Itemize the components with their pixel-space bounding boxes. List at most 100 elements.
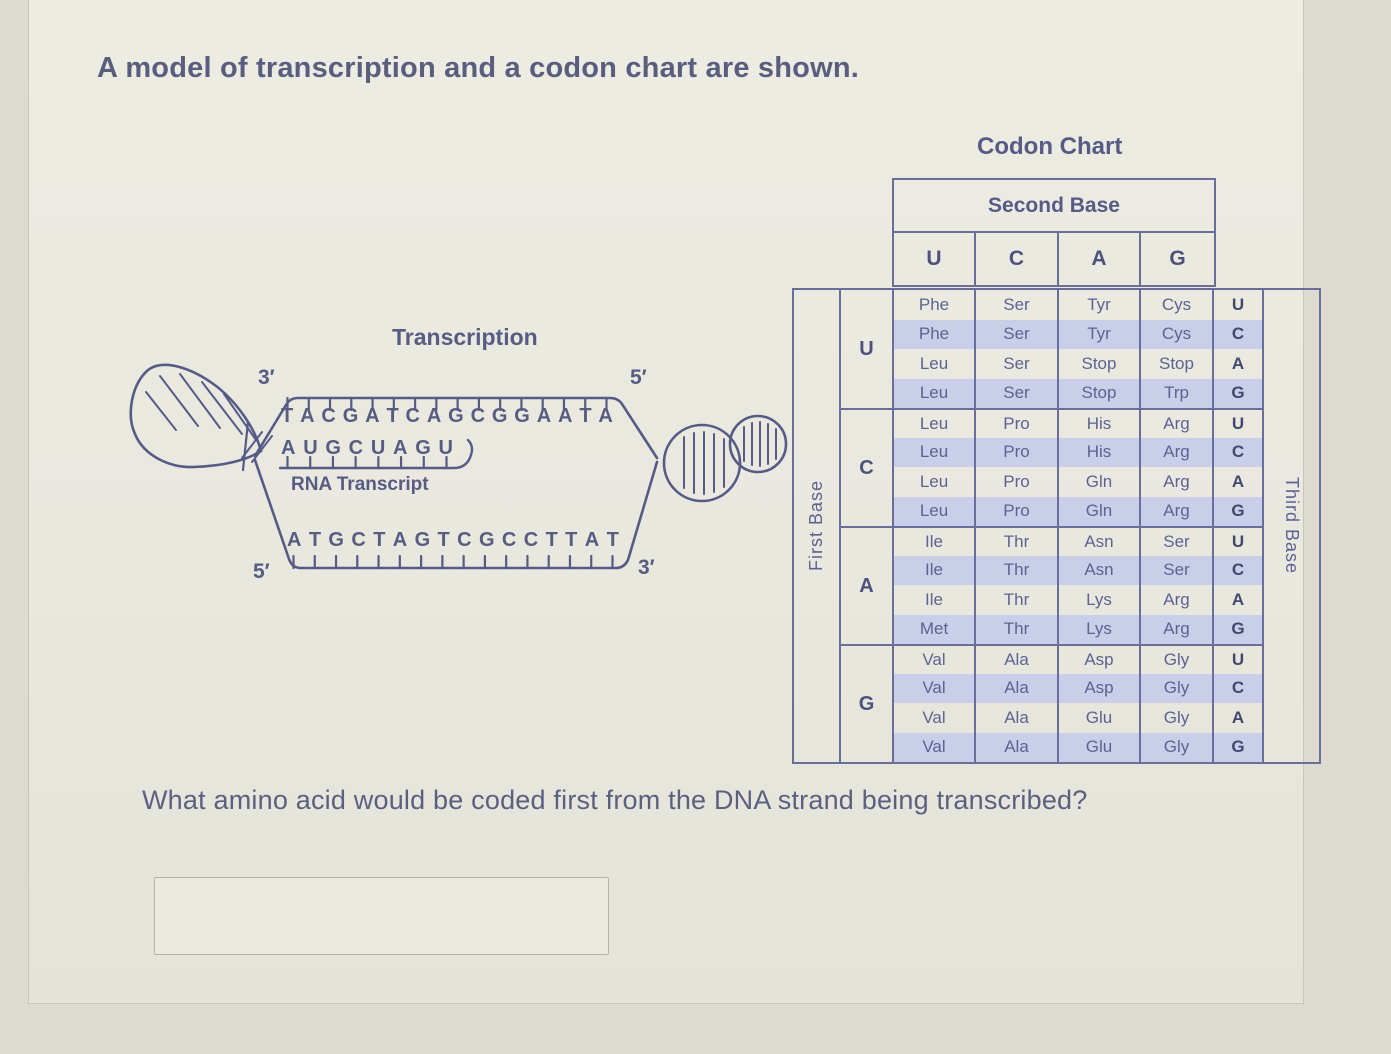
second-base-letter: C xyxy=(976,233,1059,285)
rna-transcript-label: RNA Transcript xyxy=(291,474,429,495)
third-base-letter: C xyxy=(1214,319,1264,349)
codon-cell: Leu xyxy=(894,437,976,467)
base-letter: A xyxy=(584,529,600,551)
base-letter: T xyxy=(373,529,386,551)
third-base-letter: A xyxy=(1214,467,1264,497)
codon-cell: Phe xyxy=(894,319,976,349)
codon-cell: Arg xyxy=(1141,496,1214,526)
codon-cell: Leu xyxy=(894,467,976,497)
third-base-letter: U xyxy=(1214,526,1264,556)
codon-cell: Ala xyxy=(976,732,1059,762)
third-base-letter: A xyxy=(1214,585,1264,615)
base-letter: C xyxy=(470,405,486,427)
base-letter: A xyxy=(365,405,380,427)
left-helix-loop xyxy=(129,363,263,469)
codon-cell: Stop xyxy=(1059,378,1141,408)
third-base-letter: G xyxy=(1214,378,1264,408)
base-letter: U xyxy=(438,437,453,459)
third-base-letter: U xyxy=(1214,290,1264,320)
base-letter: C xyxy=(351,529,366,551)
codon-cell: His xyxy=(1059,437,1141,467)
codon-cell: Pro xyxy=(976,496,1059,526)
codon-cell: Lys xyxy=(1059,614,1141,644)
codon-cell: Thr xyxy=(976,555,1059,585)
base-letter: A xyxy=(287,529,302,551)
base-letter: T xyxy=(565,529,578,551)
template-strand-ticks xyxy=(286,396,608,412)
codon-cell: Thr xyxy=(976,526,1059,556)
base-letter: T xyxy=(281,405,294,427)
second-base-letter: A xyxy=(1059,233,1141,285)
codon-cell: Pro xyxy=(976,467,1059,497)
codon-cell: Arg xyxy=(1141,614,1214,644)
codon-cell: Val xyxy=(894,673,976,703)
codon-cell: Lys xyxy=(1059,585,1141,615)
codon-cell: Arg xyxy=(1141,585,1214,615)
third-base-axis-label: Third Base xyxy=(1282,477,1302,575)
codon-cell: Cys xyxy=(1141,319,1214,349)
codon-cell: Gly xyxy=(1141,732,1214,762)
codon-chart-title: Codon Chart xyxy=(977,133,1123,160)
first-base-letter: A xyxy=(841,526,894,644)
codon-cell: Ser xyxy=(976,378,1059,408)
codon-cell: Asn xyxy=(1059,526,1141,556)
base-letter: C xyxy=(405,405,420,427)
base-letter: T xyxy=(386,405,399,427)
codon-cell: Ile xyxy=(894,585,976,615)
codon-cell: Leu xyxy=(894,378,976,408)
right-helix-loop-2 xyxy=(728,414,788,474)
codon-cell: Ala xyxy=(976,673,1059,703)
question-text: What amino acid would be coded first fro… xyxy=(142,785,1088,815)
codon-cell: Leu xyxy=(894,496,976,526)
base-letter: C xyxy=(501,529,517,551)
codon-cell: Val xyxy=(894,703,976,733)
codon-cell: Leu xyxy=(894,408,976,438)
bubble-bottom-strand-line xyxy=(253,458,659,570)
base-letter: A xyxy=(300,405,315,427)
third-base-letter: U xyxy=(1214,408,1264,438)
five-prime-label-bottom: 5′ xyxy=(253,560,270,583)
first-base-letter: C xyxy=(841,408,894,526)
third-base-letter: A xyxy=(1214,349,1264,379)
codon-cell: Asp xyxy=(1059,644,1141,674)
base-letter: U xyxy=(370,437,386,459)
codon-cell: Phe xyxy=(894,290,976,320)
codon-cell: Pro xyxy=(976,408,1059,438)
answer-input[interactable] xyxy=(154,877,609,955)
codon-cell: Glu xyxy=(1059,703,1141,733)
base-letter: A xyxy=(426,405,442,427)
codon-cell: Asn xyxy=(1059,555,1141,585)
base-letter: C xyxy=(523,529,539,551)
codon-cell: Ser xyxy=(976,349,1059,379)
codon-cell: Trp xyxy=(1141,378,1214,408)
codon-cell: Ser xyxy=(976,319,1059,349)
codon-cell: Pro xyxy=(976,437,1059,467)
base-letter: G xyxy=(448,405,464,427)
transcription-title: Transcription xyxy=(392,324,538,350)
codon-cell: Leu xyxy=(894,349,976,379)
third-base-letter: A xyxy=(1214,703,1264,733)
codon-cell: Thr xyxy=(976,614,1059,644)
codon-cell: Ser xyxy=(1141,555,1214,585)
base-letter: G xyxy=(414,529,431,551)
right-helix-loop-1 xyxy=(662,423,742,503)
codon-cell: Gly xyxy=(1141,644,1214,674)
base-letter: G xyxy=(325,437,341,459)
codon-cell: Tyr xyxy=(1059,290,1141,320)
second-base-letter: U xyxy=(894,233,976,285)
codon-cell: Gly xyxy=(1141,703,1214,733)
codon-cell: Ser xyxy=(1141,526,1214,556)
base-letter: A xyxy=(536,405,552,427)
dna-transcription-graphic xyxy=(129,363,788,570)
three-prime-label-top: 3′ xyxy=(258,366,275,389)
base-letter: T xyxy=(308,529,322,551)
base-letter: T xyxy=(579,405,592,427)
codon-cell: His xyxy=(1059,408,1141,438)
coding-strand-ticks xyxy=(292,554,614,570)
rna-ticks xyxy=(286,455,448,470)
third-base-letter: G xyxy=(1214,732,1264,762)
